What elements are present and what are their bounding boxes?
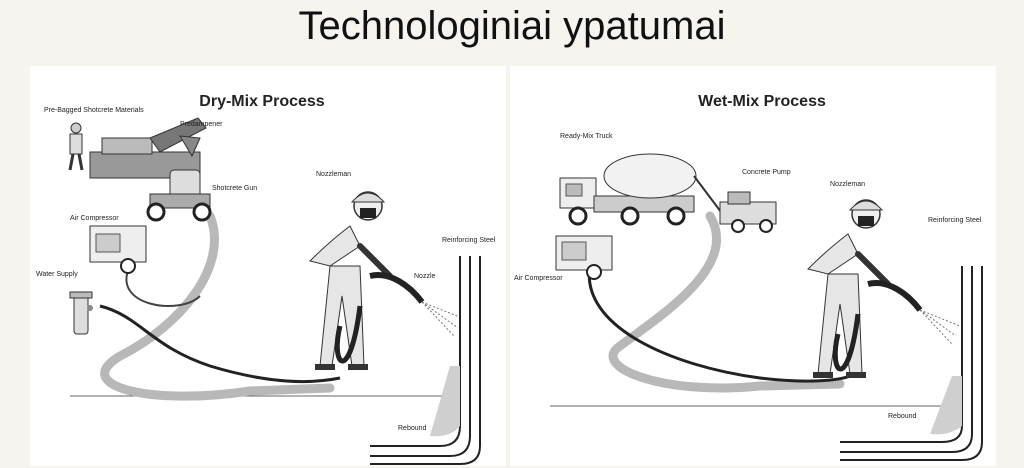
label-pump: Concrete Pump (742, 169, 791, 176)
wet-mix-diagram: Wet-Mix Process (514, 93, 983, 461)
air-hose (125, 265, 201, 307)
reinforcing-steel (840, 266, 983, 461)
air-hose (587, 265, 851, 383)
label-reinforcing: Reinforcing Steel (928, 217, 982, 224)
label-nozzleman: Nozzleman (830, 181, 865, 188)
air-compressor (555, 235, 613, 280)
shotcrete-gun (146, 169, 212, 222)
label-water: Water Supply (36, 271, 78, 278)
reinforcing-steel (370, 256, 481, 465)
material-hose (608, 211, 845, 393)
spray (421, 301, 463, 337)
dry-mix-diagram: Dry-Mix Process (36, 93, 496, 465)
concrete-pump (719, 191, 777, 233)
label-rebound: Rebound (398, 425, 427, 432)
label-compressor: Air Compressor (70, 215, 119, 222)
nozzleman-figure (807, 199, 923, 378)
air-compressor (89, 225, 147, 274)
dry-mix-title: Dry-Mix Process (199, 93, 324, 110)
dry-mix-panel: Dry-Mix Process (30, 66, 506, 466)
water-hydrant (69, 291, 93, 335)
predampener-machine (89, 117, 207, 179)
label-predampener: Predampener (180, 121, 223, 128)
label-rebound: Rebound (888, 413, 917, 420)
water-hose (99, 304, 341, 384)
material-hose (100, 211, 335, 401)
label-reinforcing: Reinforcing Steel (442, 237, 496, 244)
wet-mix-panel: Wet-Mix Process (510, 66, 996, 466)
label-materials: Pre-Bagged Shotcrete Materials (44, 107, 144, 114)
material-worker (68, 122, 84, 171)
label-nozzle: Nozzle (414, 273, 436, 280)
ready-mix-truck (559, 153, 725, 226)
label-compressor: Air Compressor (514, 275, 563, 282)
wet-mix-title: Wet-Mix Process (698, 93, 826, 110)
slide-title: Technologiniai ypatumai (298, 4, 726, 48)
nozzleman-figure (309, 191, 425, 370)
label-truck: Ready-Mix Truck (560, 133, 613, 140)
label-nozzleman: Nozzleman (316, 171, 351, 178)
label-gun: Shotcrete Gun (212, 185, 257, 192)
spray (919, 309, 961, 345)
